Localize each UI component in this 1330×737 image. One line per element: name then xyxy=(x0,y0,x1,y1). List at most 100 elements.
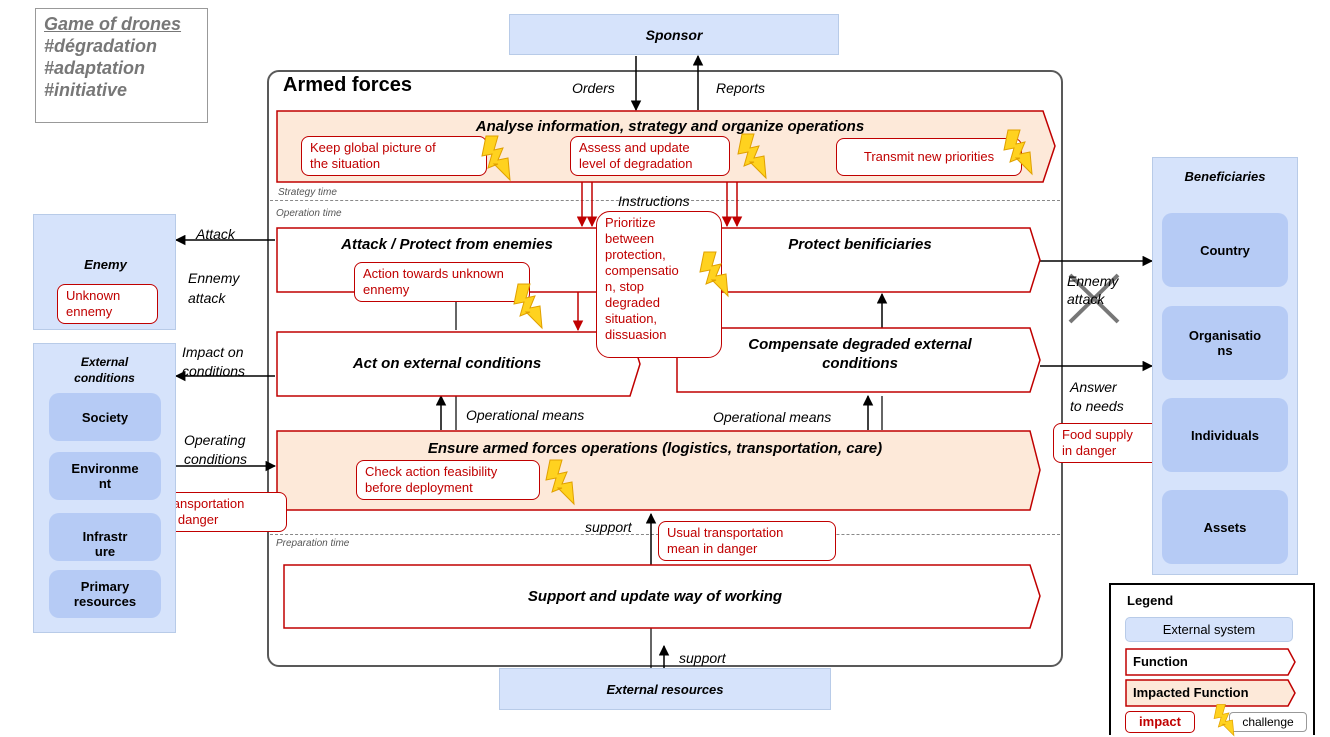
legend-label: External system xyxy=(1162,622,1256,637)
ensure-label: Ensure armed forces operations (logistic… xyxy=(427,440,883,457)
operational-means-right-label: Operational means xyxy=(713,409,832,425)
hashtag-2: #adaptation xyxy=(44,58,146,78)
support-label: Support and update way of working xyxy=(527,588,783,605)
challenge-bolt-icon xyxy=(694,250,734,298)
external-conditions-title: External conditions xyxy=(34,354,175,386)
impact-text: Action towards unknown xyxy=(363,266,504,281)
impact-text: Unknown xyxy=(66,288,121,303)
benef-item-label: Country xyxy=(1200,242,1250,258)
legend-function-shape xyxy=(1125,648,1296,676)
flow-text: attack xyxy=(188,290,226,306)
ext-item-label: Infrastr ure xyxy=(82,529,128,559)
impact-transmit: Transmit new priorities xyxy=(836,138,1022,176)
impact-text: ennemy xyxy=(66,304,113,319)
ext-item-label: Society xyxy=(81,409,129,425)
enemy-title: Enemy xyxy=(84,257,127,272)
impact-text: Keep global picture of xyxy=(310,140,436,155)
flow-text: Operating xyxy=(184,432,246,448)
impact-text: ennemy xyxy=(363,282,410,297)
preparation-time-label: Preparation time xyxy=(276,538,350,549)
impact-check-feasibility: Check action feasibility before deployme… xyxy=(356,460,540,500)
operational-means-left-label: Operational means xyxy=(466,407,585,423)
benef-item-label: Organisatio ns xyxy=(1188,328,1262,358)
challenge-bolt-icon xyxy=(732,132,772,180)
impact-assess: Assess and update level of degradation xyxy=(570,136,730,176)
benef-item-individuals: Individuals xyxy=(1162,398,1288,472)
impact-text: Food supply xyxy=(1062,427,1133,442)
legend-external-system: External system xyxy=(1125,617,1293,642)
impact-text: Check action feasibility xyxy=(365,464,498,479)
challenge-bolt-icon xyxy=(508,282,548,330)
compensate-label: Compensate degraded external conditions xyxy=(700,335,1020,373)
armed-forces-title: Armed forces xyxy=(283,74,412,96)
prioritize-line: situation, xyxy=(605,311,658,326)
strategy-separator xyxy=(270,200,1060,201)
benef-item-label: Individuals xyxy=(1191,427,1259,443)
attack-protect-label: Attack / Protect from enemies xyxy=(341,236,553,253)
impact-usual-transport-mid: Usual transportation mean in danger xyxy=(658,521,836,561)
flow-text: attack xyxy=(1067,291,1105,307)
impact-text: the situation xyxy=(310,156,381,171)
act-external-shape xyxy=(276,331,641,397)
legend-impacted-label: Impacted Function xyxy=(1133,685,1249,700)
operating-conditions-label: Operating conditions xyxy=(184,431,247,469)
external-resources-box: External resources xyxy=(499,668,831,710)
support-shape xyxy=(283,564,1041,629)
ext-item-society: Society xyxy=(49,393,161,441)
challenge-bolt-icon xyxy=(1207,703,1241,737)
impact-keep-global: Keep global picture of the situation xyxy=(301,136,487,176)
sponsor-label: Sponsor xyxy=(645,26,703,43)
impact-text: Assess and update xyxy=(579,140,690,155)
strategy-time-label: Strategy time xyxy=(278,187,337,198)
external-resources-label: External resources xyxy=(606,681,724,697)
prioritize-line: Prioritize xyxy=(605,215,656,230)
attack-label: Attack xyxy=(196,226,235,242)
answer-needs-label: Answer to needs xyxy=(1070,378,1124,416)
compensate-shape xyxy=(676,327,1041,393)
support-bottom-label: support xyxy=(679,650,726,666)
ennemy-attack-right-label: Ennemy attack xyxy=(1067,273,1118,307)
flow-text: Ennemy xyxy=(1067,273,1119,289)
protect-benef-label: Protect benificiaries xyxy=(788,236,932,253)
flow-text: Answer xyxy=(1070,379,1117,395)
title-line: External xyxy=(80,355,129,369)
legend-label: impact xyxy=(1139,714,1181,729)
impact-text: level of degradation xyxy=(579,156,693,171)
flow-text: Impact on xyxy=(182,344,244,360)
impact-text: Usual transportation xyxy=(667,525,784,540)
legend-impact: impact xyxy=(1125,711,1195,733)
ext-item-label: Environme nt xyxy=(71,461,139,491)
benef-item-organisations: Organisatio ns xyxy=(1162,306,1288,380)
flow-text: to needs xyxy=(1070,398,1124,414)
compensate-line1: Compensate degraded external xyxy=(748,336,972,353)
impact-conditions-label: Impact on conditions xyxy=(182,343,245,381)
impact-text: mean in danger xyxy=(667,541,758,556)
act-external-label: Act on external conditions xyxy=(352,355,542,372)
impact-action-unknown: Action towards unknown ennemy xyxy=(354,262,530,302)
ext-item-environment: Environme nt xyxy=(49,452,161,500)
challenge-bolt-icon xyxy=(540,458,580,506)
sponsor-box: Sponsor xyxy=(509,14,839,55)
beneficiaries-title: Beneficiaries xyxy=(1184,169,1266,184)
flow-text: conditions xyxy=(184,451,248,467)
reports-label: Reports xyxy=(716,80,766,96)
instructions-label: Instructions xyxy=(618,193,690,209)
compensate-line2: conditions xyxy=(822,355,898,372)
ext-item-infrastructure: Infrastr ure xyxy=(49,513,161,561)
hashtag-1: #dégradation xyxy=(44,36,158,56)
analyse-label: Analyse information, strategy and organi… xyxy=(475,118,865,135)
legend-function-label: Function xyxy=(1133,654,1188,669)
prioritize-line: dissuasion xyxy=(605,327,667,342)
benef-item-label: Assets xyxy=(1203,519,1247,535)
impact-unknown-enemy: Unknown ennemy xyxy=(57,284,158,324)
operation-time-label: Operation time xyxy=(276,208,342,219)
legend: Legend External system Function Impacted… xyxy=(1109,583,1315,735)
armed-forces-frame xyxy=(267,70,1063,667)
hashtag-box: Game of drones #dégradation #adaptation … xyxy=(35,8,208,123)
impact-text: before deployment xyxy=(365,480,473,495)
legend-impacted-shape xyxy=(1125,679,1296,707)
legend-label: challenge xyxy=(1242,715,1294,729)
challenge-bolt-icon xyxy=(998,128,1038,176)
hashtag-title: Game of drones xyxy=(44,14,182,34)
